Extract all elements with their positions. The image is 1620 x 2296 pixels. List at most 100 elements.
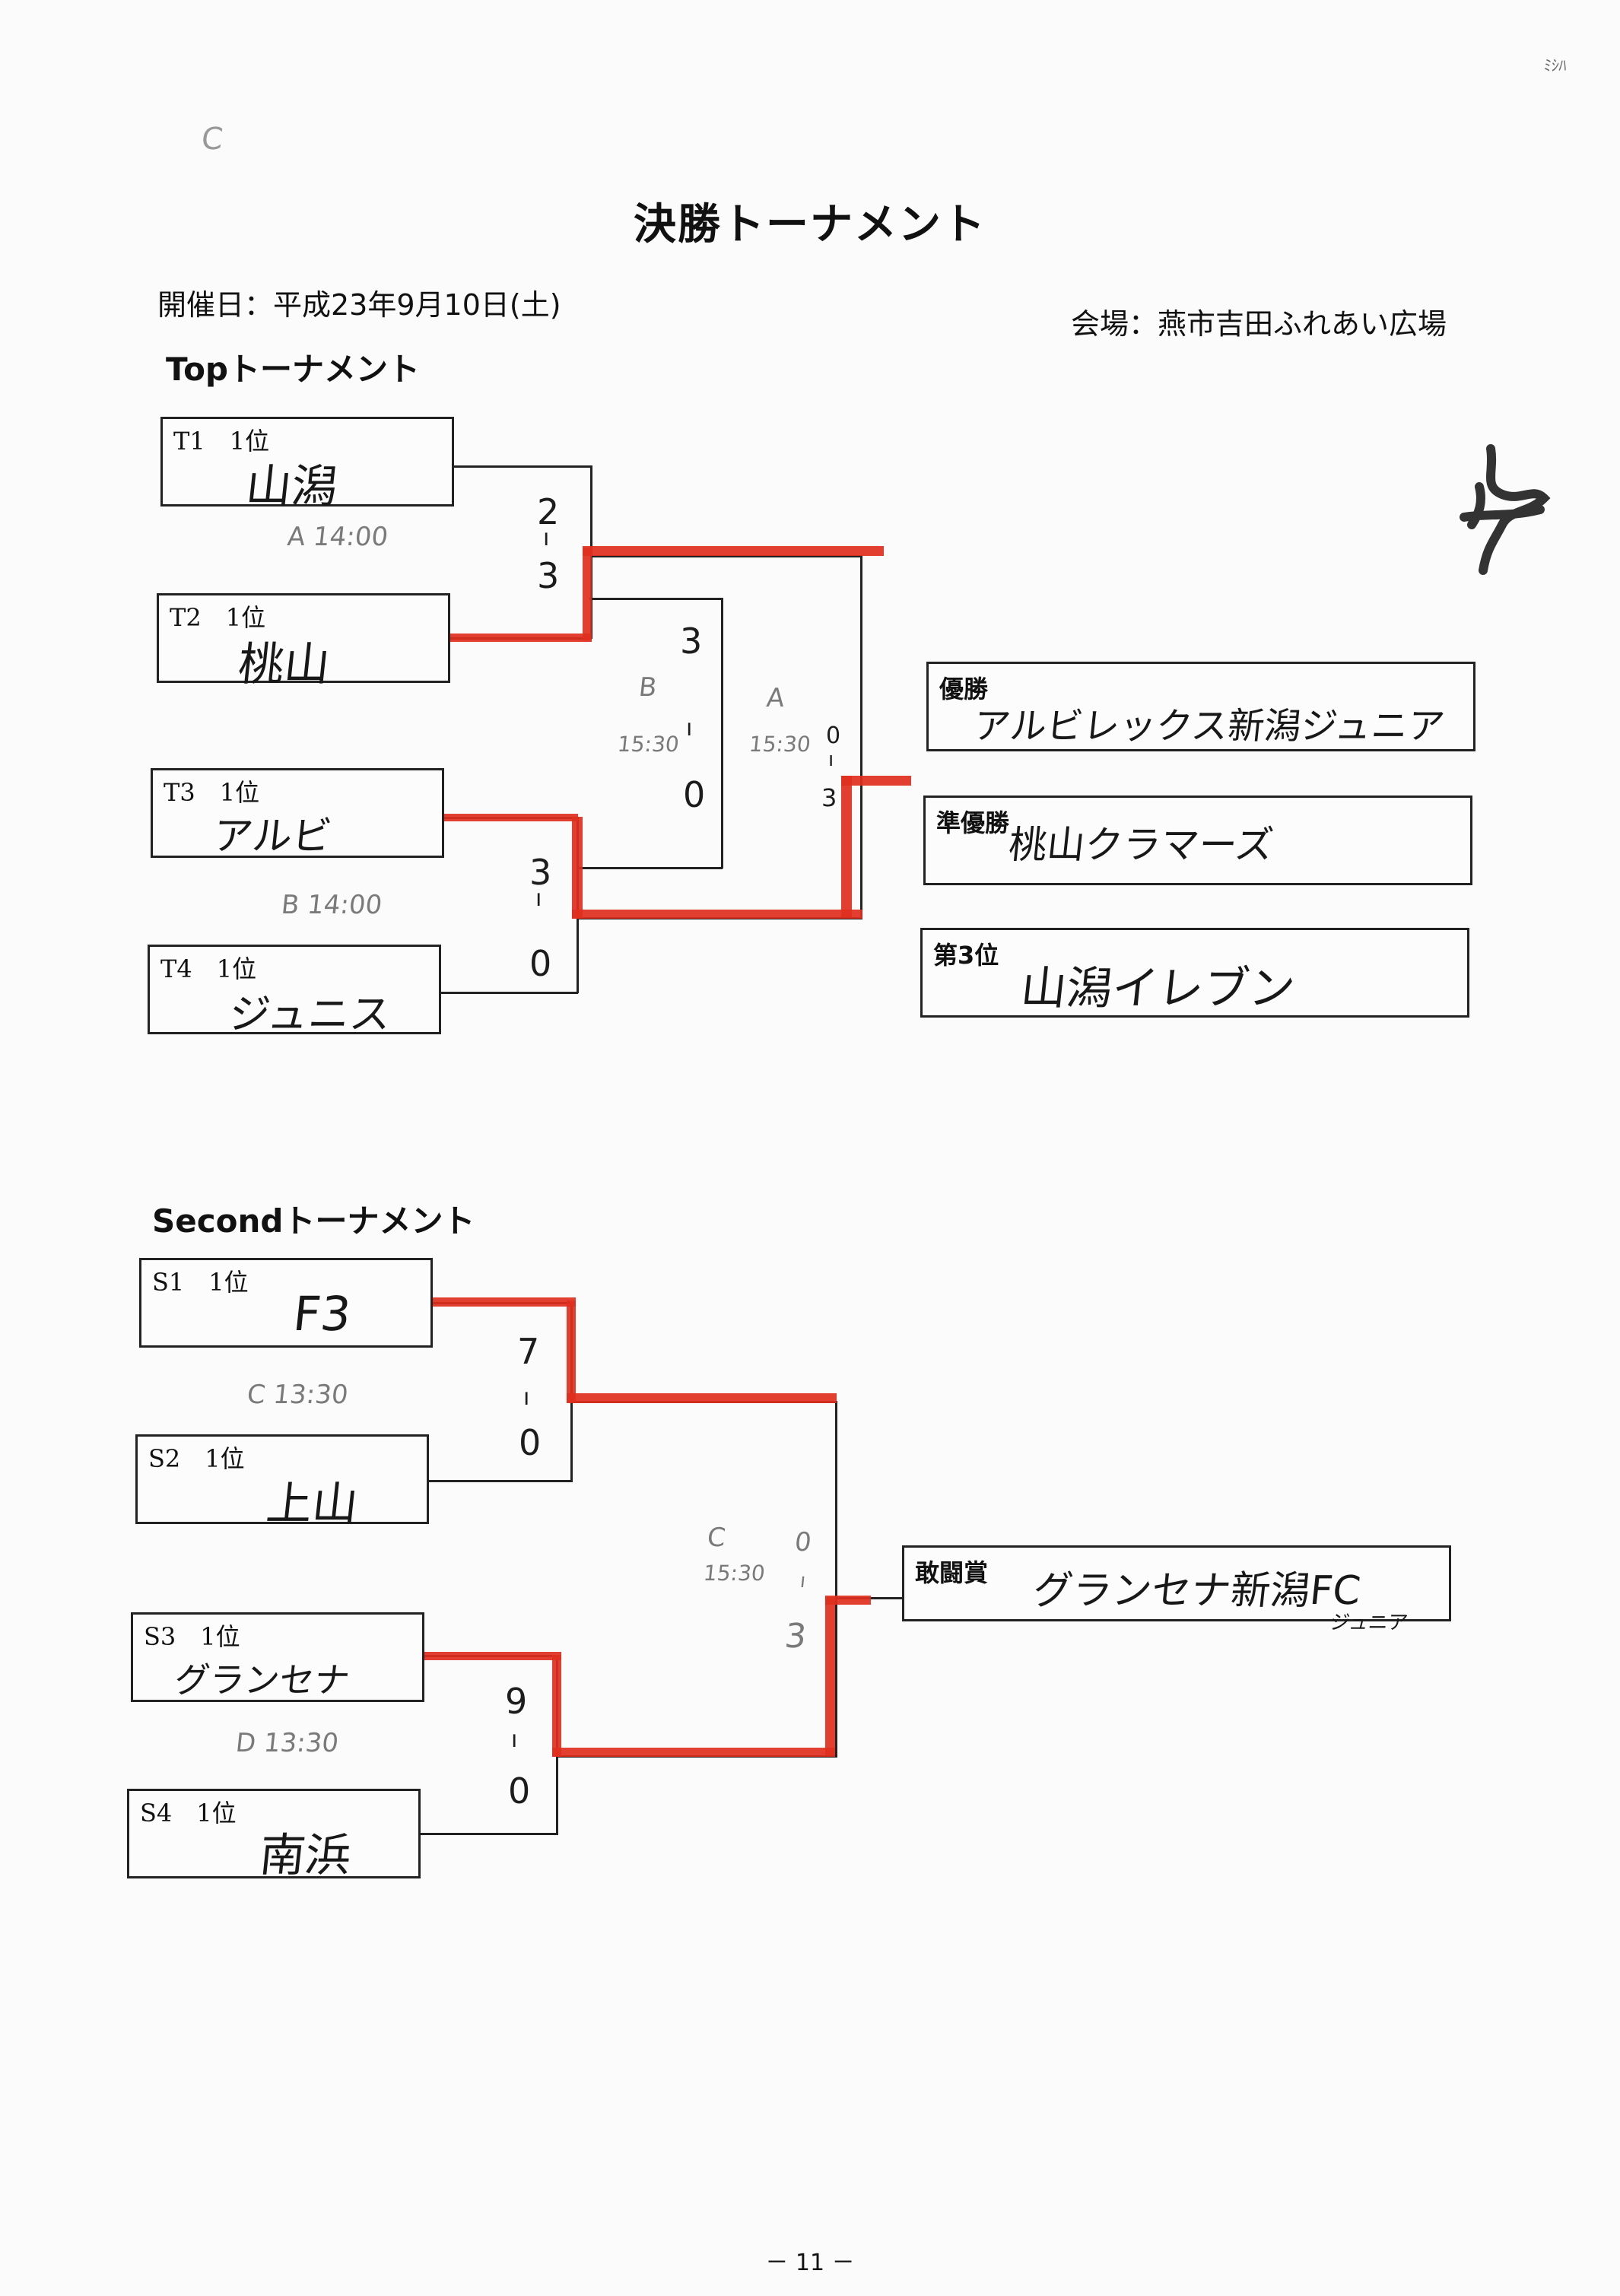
- result-label: 準優勝: [936, 808, 1010, 837]
- team-name: 桃山: [235, 638, 333, 691]
- winner-path: [552, 1748, 835, 1757]
- result-runner-up: 準優勝 桃山クラマーズ: [923, 796, 1472, 885]
- result-value: 山潟イレブン: [1018, 962, 1298, 1015]
- second-match2-court: D 13:30: [233, 1728, 341, 1758]
- bracket-line: [441, 992, 578, 994]
- winner-path: [841, 776, 852, 917]
- winner-path: [825, 1597, 835, 1755]
- score: 2: [537, 491, 560, 532]
- score: 0: [826, 722, 841, 749]
- winner-path: [841, 776, 911, 786]
- second-team-s1: S1 1位 F3: [139, 1258, 433, 1348]
- seed-label: T2 1位: [170, 603, 266, 632]
- result-third: 第3位 山潟イレブン: [920, 928, 1469, 1018]
- result-fighting-spirit: 敢闘賞 グランセナ新潟FC ジュニア: [902, 1545, 1451, 1634]
- final-a-label: A: [764, 683, 786, 713]
- winner-path: [572, 817, 583, 919]
- winner-path: [450, 634, 592, 642]
- score: 0: [529, 943, 552, 984]
- winner-path: [583, 546, 884, 556]
- score-divider: ı: [535, 885, 542, 912]
- seed-label: S1 1位: [152, 1268, 249, 1297]
- top-team-t3: T3 1位 アルビ: [151, 768, 444, 859]
- bracket-line: [835, 1401, 837, 1757]
- winner-path: [583, 548, 592, 640]
- score-divider: ı: [799, 1570, 807, 1593]
- page-title: 決勝トーナメント: [634, 200, 986, 249]
- team-name: F3: [291, 1286, 354, 1342]
- top-team-t2: T2 1位 桃山: [157, 593, 450, 691]
- result-label: 優勝: [939, 675, 989, 703]
- score-divider: ı: [686, 715, 693, 742]
- result-value: グランセナ新潟FC: [1031, 1568, 1363, 1614]
- winner-path: [567, 1393, 837, 1403]
- score: 3: [537, 555, 560, 596]
- team-name: グランセナ: [172, 1659, 352, 1701]
- second-team-s2: S2 1位 上山: [135, 1434, 429, 1531]
- result-label: 第3位: [933, 941, 999, 970]
- final-a-time: 15:30: [748, 732, 812, 757]
- result-value-sub: ジュニア: [1329, 1612, 1409, 1634]
- top-match1-court: A 14:00: [285, 522, 390, 552]
- page-number: － 11 －: [765, 2250, 855, 2276]
- team-name: 南浜: [256, 1829, 354, 1882]
- team-name: ジュニス: [227, 990, 394, 1038]
- bracket-line: [454, 465, 591, 468]
- bracket-line: [590, 555, 862, 557]
- result-value: 桃山クラマーズ: [1006, 823, 1276, 867]
- seed-label: T3 1位: [164, 778, 260, 807]
- score: 0: [508, 1770, 531, 1812]
- winner-path: [552, 1655, 561, 1757]
- event-venue: 会場：燕市吉田ふれあい広場: [1071, 307, 1447, 341]
- score: 9: [505, 1681, 528, 1722]
- score: 3: [529, 852, 552, 893]
- seed-label: S2 1位: [148, 1444, 245, 1473]
- second-final-time: 15:30: [702, 1561, 767, 1586]
- top-team-t1: T1 1位 山潟: [160, 417, 454, 513]
- event-date: 開催日：平成23年9月10日(土): [157, 288, 561, 322]
- margin-mark-right: 多: [1449, 441, 1563, 593]
- score: 0: [519, 1422, 542, 1463]
- score: 0: [683, 774, 706, 815]
- winner-path: [433, 1297, 576, 1307]
- score: 3: [783, 1617, 808, 1656]
- bracket-line: [429, 1480, 573, 1482]
- winner-path: [572, 910, 862, 919]
- final-b-label: B: [637, 672, 659, 703]
- score: 7: [517, 1331, 540, 1372]
- team-name: 上山: [263, 1478, 361, 1531]
- seed-label: T4 1位: [160, 954, 257, 983]
- second-match1-court: C 13:30: [245, 1380, 350, 1410]
- result-champion: 優勝 アルビレックス新潟ジュニア: [926, 662, 1475, 751]
- margin-mark-c: C: [199, 122, 225, 157]
- score: 3: [821, 783, 837, 812]
- team-name: 山潟: [243, 460, 341, 513]
- second-team-s4: S4 1位 南浜: [127, 1789, 421, 1882]
- score-divider: ı: [523, 1384, 530, 1411]
- bracket-line: [860, 555, 862, 919]
- result-label: 敢闘賞: [915, 1558, 989, 1587]
- score-divider: ı: [511, 1726, 518, 1753]
- team-name: アルビ: [211, 814, 335, 859]
- top-tournament-heading: Topトーナメント: [166, 351, 420, 388]
- score: 3: [680, 621, 703, 662]
- winner-path: [424, 1652, 561, 1660]
- final-b-time: 15:30: [616, 732, 681, 757]
- bracket-line: [578, 867, 723, 869]
- margin-mark-top-right: ﾐｼﾊ: [1542, 56, 1568, 75]
- top-match2-court: B 14:00: [279, 890, 384, 920]
- result-value: アルビレックス新潟ジュニア: [971, 705, 1447, 748]
- bracket-line: [721, 598, 723, 869]
- second-final-label: C: [705, 1523, 727, 1553]
- seed-label: S4 1位: [140, 1799, 237, 1828]
- bracket-line: [421, 1833, 558, 1835]
- winner-path: [567, 1300, 576, 1402]
- second-tournament-heading: Secondトーナメント: [152, 1202, 475, 1240]
- seed-label: T1 1位: [173, 427, 270, 456]
- winner-path: [825, 1596, 871, 1605]
- score-divider: ı: [828, 748, 834, 771]
- top-team-t4: T4 1位 ジュニス: [148, 945, 441, 1038]
- second-team-s3: S3 1位 グランセナ: [131, 1612, 424, 1702]
- seed-label: S3 1位: [144, 1622, 240, 1651]
- score: 0: [793, 1527, 813, 1558]
